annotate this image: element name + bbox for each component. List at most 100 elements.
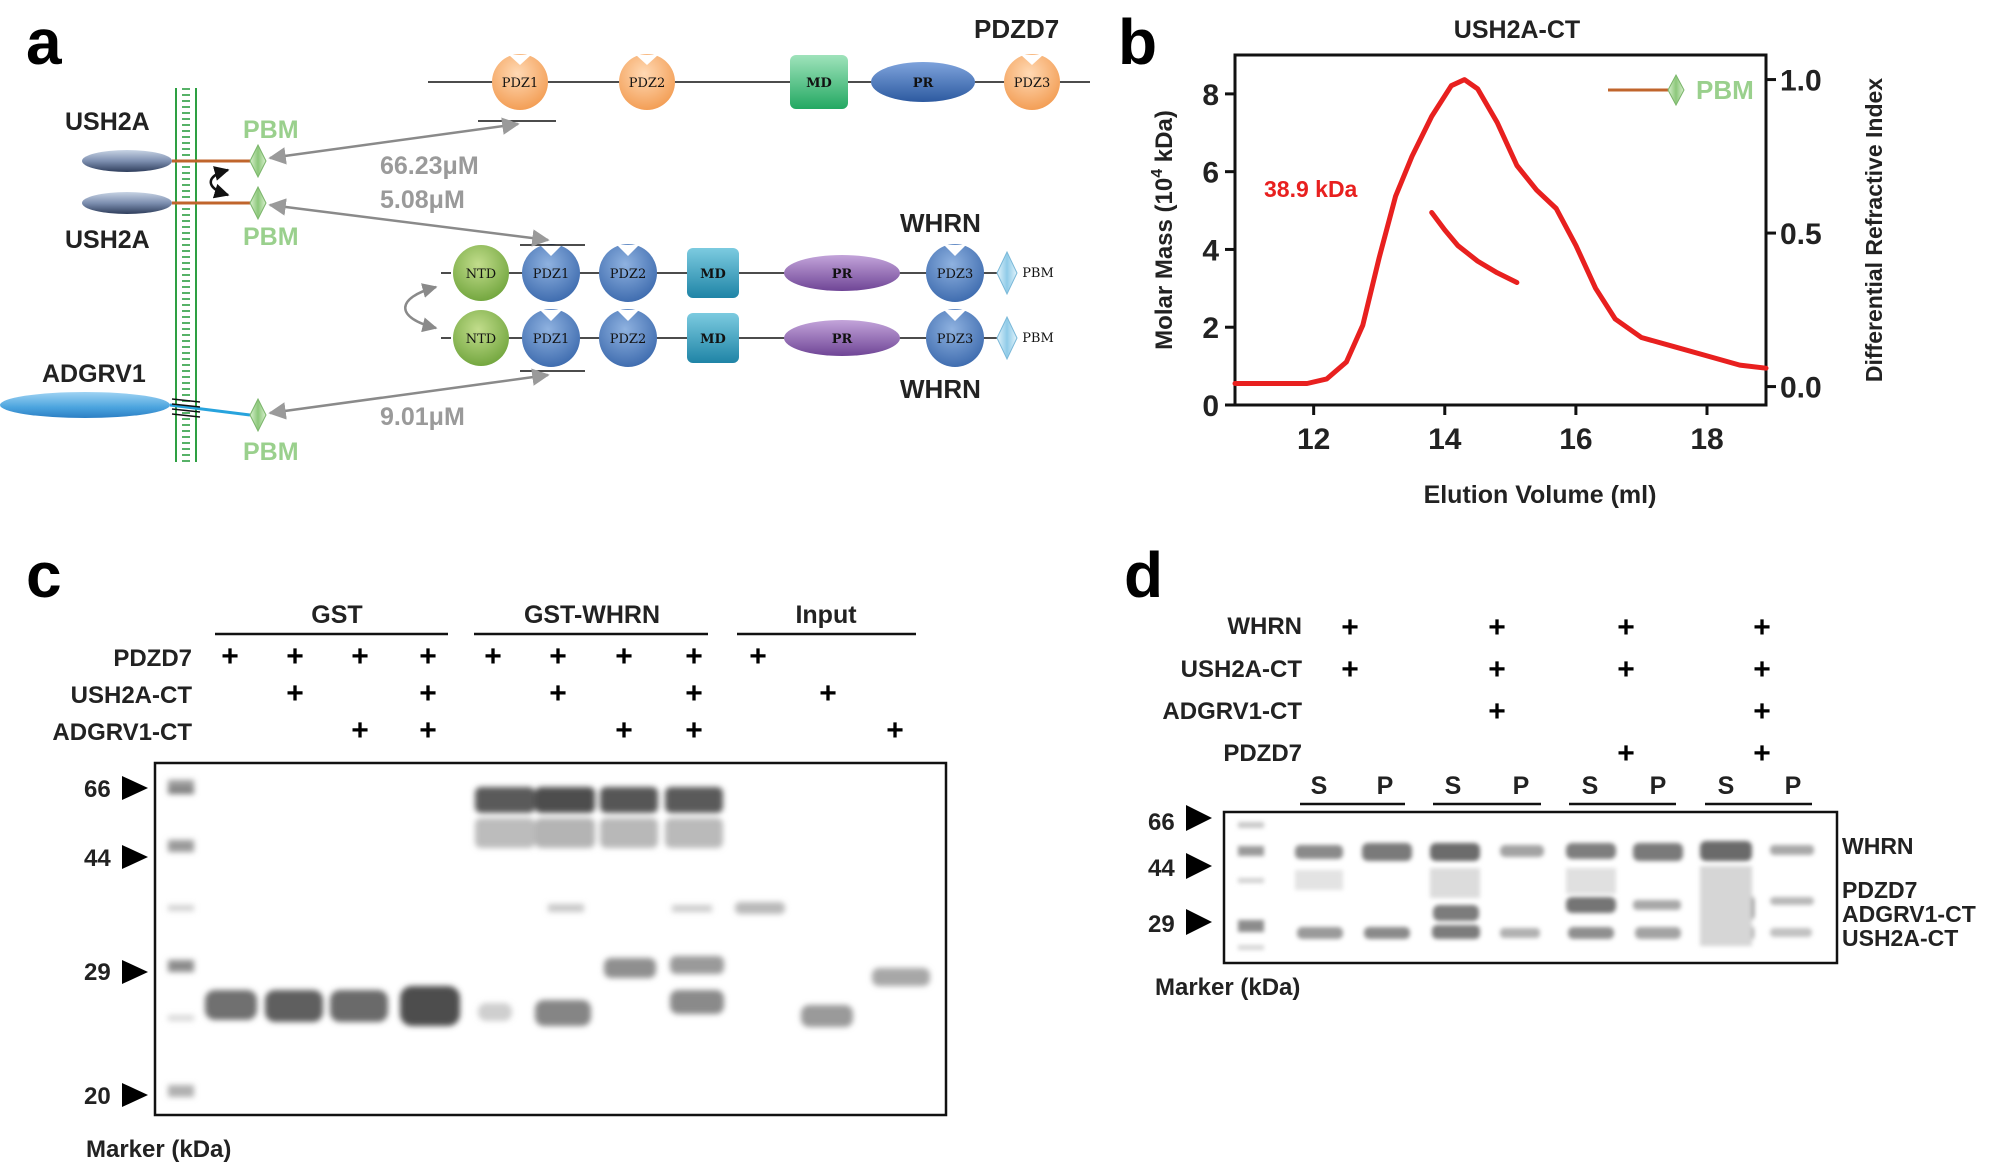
sign-d: + — [1617, 653, 1635, 686]
whrn-bottom-ntd-label: NTD — [466, 332, 496, 347]
lane-label-d: S — [1445, 772, 1462, 800]
whrn-top-pdz1-label: PDZ1 — [533, 267, 569, 282]
whrn-bottom-label: WHRN — [900, 374, 981, 404]
sign-c: + — [685, 640, 703, 673]
sign-d: + — [1753, 611, 1771, 644]
y-left-tick-label: 2 — [1202, 312, 1219, 345]
x-axis-label: Elution Volume (ml) — [1424, 481, 1657, 509]
sign-c: + — [685, 714, 703, 747]
pdzd7-pdz1-label: PDZ1 — [502, 76, 538, 91]
marker-d-caption: Marker (kDa) — [1155, 974, 1300, 1001]
marker-c-66-arrow — [122, 776, 148, 800]
pdzd7-pdz2-label: PDZ2 — [629, 76, 665, 91]
whrn-top-pbm-icon — [997, 252, 1017, 294]
marker-c-29: 29 — [84, 959, 111, 986]
band-label-pdzd7: PDZD7 — [1842, 877, 1917, 903]
marker-d-44: 44 — [1148, 855, 1175, 882]
row-label-ush2a-ct: USH2A-CT — [71, 682, 193, 709]
x-tick-label: 16 — [1559, 423, 1592, 456]
molar-mass-series — [1432, 213, 1517, 283]
whrn-bottom-pbm-icon — [997, 317, 1017, 359]
whrn-top-md-label: MD — [700, 267, 726, 282]
sign-c: + — [819, 677, 837, 710]
pbm-bottom-label: PBM — [243, 438, 299, 466]
pbm-middle-icon — [250, 187, 266, 219]
lane-label-d: P — [1785, 772, 1802, 800]
d-row-label-pdzd7: PDZD7 — [1223, 740, 1302, 767]
whrn-bottom-pr-label: PR — [832, 332, 853, 347]
group-input-label: Input — [795, 601, 857, 629]
sign-c: + — [221, 640, 239, 673]
panel-d: d WHRN USH2A-CT ADGRV1-CT PDZD7 + + + + + + + +… — [1124, 539, 1976, 1001]
pbm-bottom-icon — [250, 399, 266, 431]
marker-c-caption: Marker (kDa) — [86, 1136, 231, 1163]
whrn-bottom-construct: NTD PDZ1 PDZ2 MD PR PDZ3 PBM — [441, 309, 1054, 371]
whrn-bottom-md-label: MD — [700, 332, 726, 347]
sign-c: + — [351, 714, 369, 747]
y-right-tick-label: 1.0 — [1780, 65, 1822, 98]
panel-d-label: d — [1124, 539, 1163, 611]
sign-c: + — [419, 640, 437, 673]
panel-c-sign-grid: +++++++++++++++++++ — [221, 640, 904, 747]
marker-d-66: 66 — [1148, 809, 1175, 836]
row-label-pdzd7: PDZD7 — [113, 645, 192, 672]
panel-b-label: b — [1118, 6, 1157, 78]
whrn-top-ntd-label: NTD — [466, 267, 496, 282]
gel-c — [155, 763, 946, 1115]
d-row-label-adgrv1-ct: ADGRV1-CT — [1162, 698, 1302, 725]
row-label-adgrv1-ct: ADGRV1-CT — [52, 719, 192, 746]
sign-c: + — [615, 640, 633, 673]
y-right-tick-label: 0.0 — [1780, 372, 1822, 405]
y-left-tick-label: 6 — [1202, 157, 1219, 190]
marker-c-29-arrow — [122, 960, 148, 984]
sign-c: + — [886, 714, 904, 747]
whrn-top-label: WHRN — [900, 208, 981, 238]
sign-d: + — [1488, 611, 1506, 644]
sign-c: + — [286, 677, 304, 710]
legend-label: PBM — [1696, 75, 1754, 105]
lane-label-d: S — [1311, 772, 1328, 800]
marker-d-29: 29 — [1148, 911, 1175, 938]
ush2a-bottom-label: USH2A — [65, 226, 150, 254]
pbm-top-label: PBM — [243, 116, 299, 144]
ush2a-top-shape — [82, 150, 172, 172]
sign-c: + — [749, 640, 767, 673]
chart-title: USH2A-CT — [1454, 16, 1580, 44]
whrn-bottom-pdz2-label: PDZ2 — [610, 332, 646, 347]
sign-d: + — [1617, 611, 1635, 644]
sign-d: + — [1341, 611, 1359, 644]
sign-d: + — [1488, 653, 1506, 686]
sign-c: + — [685, 677, 703, 710]
legend-pbm-icon — [1668, 75, 1684, 105]
sign-d: + — [1488, 695, 1506, 728]
whrn-top-pr-label: PR — [832, 267, 853, 282]
pdzd7-pdz3-label: PDZ3 — [1014, 76, 1050, 91]
sign-d: + — [1617, 737, 1635, 770]
y-right-tick-label: 0.5 — [1780, 218, 1822, 251]
ush2a-dimer-arrow — [211, 170, 228, 195]
band-label-whrn: WHRN — [1842, 833, 1914, 859]
y-left-tick-label: 4 — [1202, 234, 1219, 267]
adgrv1-label: ADGRV1 — [42, 360, 146, 388]
lane-label-d: S — [1582, 772, 1599, 800]
pbm-middle-label: PBM — [243, 223, 299, 251]
panel-c: c GST GST-WHRN Input PDZD7 USH2A-CT ADGR… — [26, 539, 946, 1163]
group-gst-whrn-label: GST-WHRN — [524, 601, 660, 629]
sign-c: + — [484, 640, 502, 673]
sign-d: + — [1753, 737, 1771, 770]
panel-c-label: c — [26, 539, 62, 611]
lane-label-d: P — [1513, 772, 1530, 800]
chart-lines — [1235, 80, 1766, 384]
y-axis-left-label: Molar Mass (104 kDa) — [1149, 110, 1178, 350]
sign-d: + — [1753, 653, 1771, 686]
sign-c: + — [351, 640, 369, 673]
mass-annotation: 38.9 kDa — [1264, 176, 1358, 202]
ush2a-top-label: USH2A — [65, 108, 150, 136]
band-label-ush2a-ct: USH2A-CT — [1842, 925, 1958, 951]
affinity-ush2a-whrn: 5.08μM — [380, 186, 465, 214]
x-tick-label: 18 — [1690, 423, 1723, 456]
x-tick-label: 12 — [1297, 423, 1330, 456]
